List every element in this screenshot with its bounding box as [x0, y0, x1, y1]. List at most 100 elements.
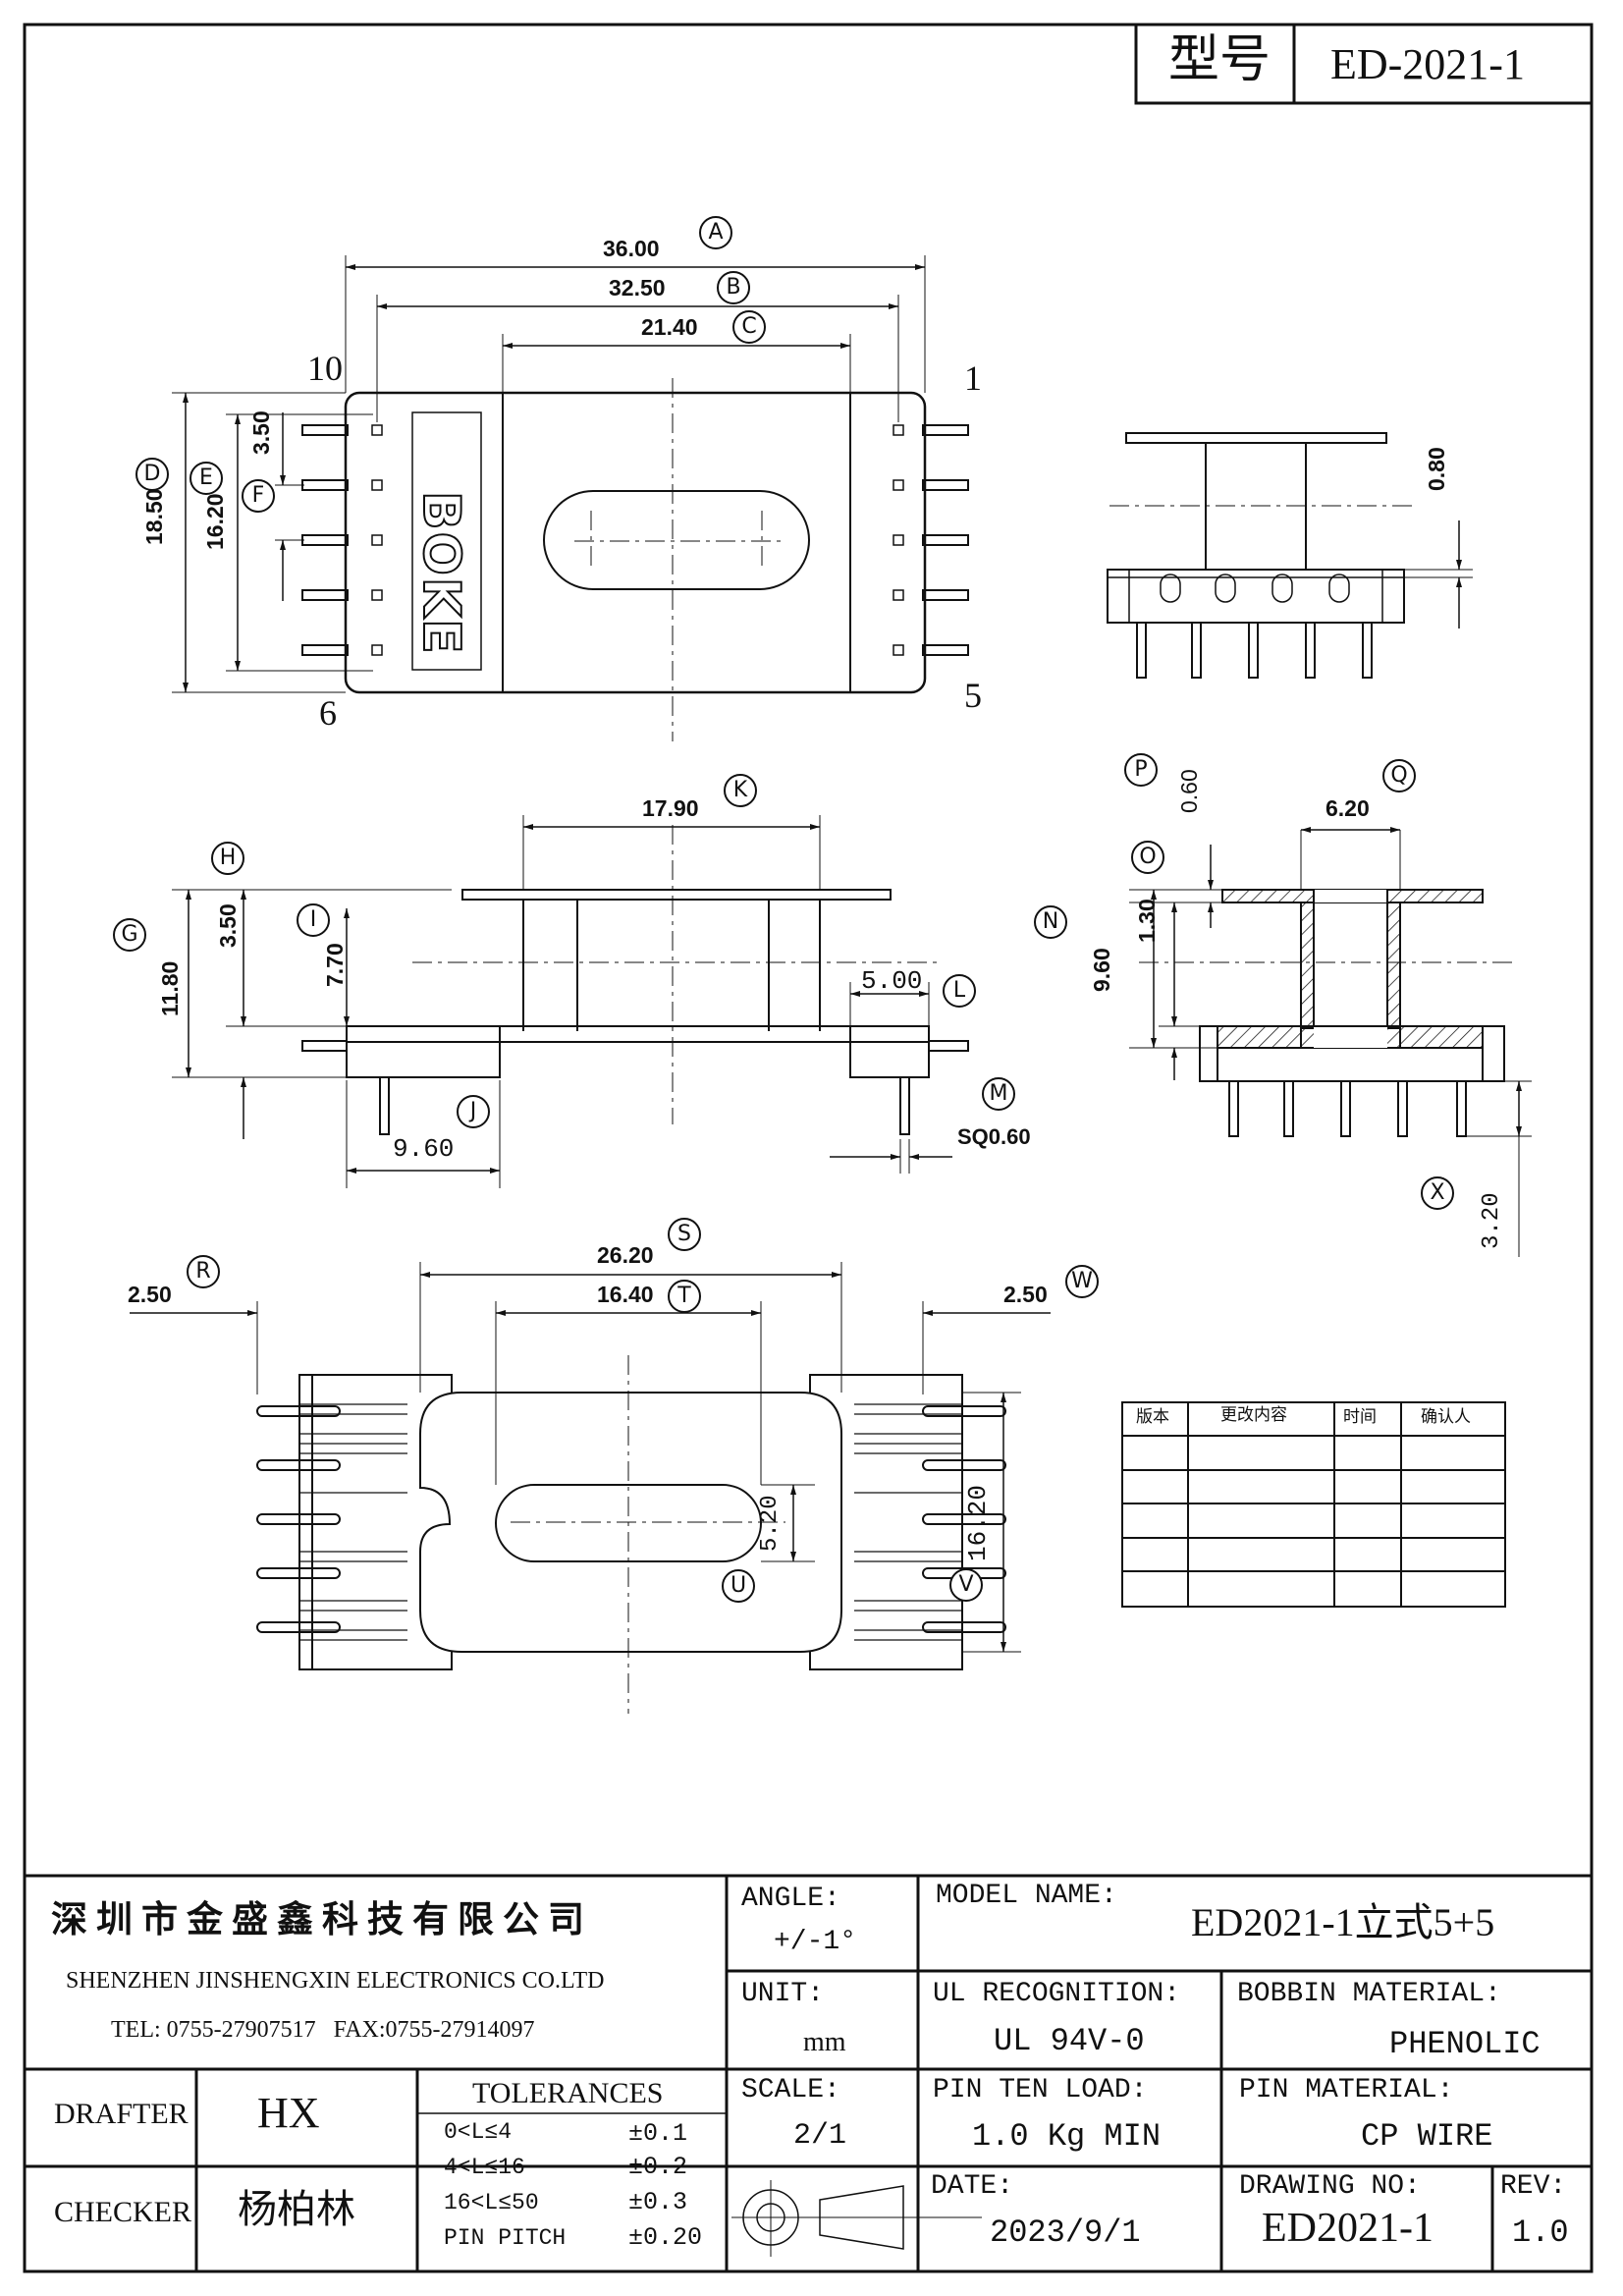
- company-name-cn: 深圳市金盛鑫科技有限公司: [51, 1898, 593, 1941]
- callout-g: G: [113, 918, 146, 952]
- dim-i: 7.70: [322, 943, 348, 987]
- bottom-view: [130, 1262, 1051, 1714]
- tol-range-2: 4<L≤16: [444, 2155, 525, 2180]
- pin-number-5: 5: [964, 676, 982, 715]
- callout-m: M: [982, 1077, 1015, 1111]
- callout-x: X: [1421, 1176, 1454, 1210]
- tol-value-2: ±0.2: [628, 2153, 688, 2181]
- callout-b: B: [717, 271, 750, 304]
- rev-table-header-time: 时间: [1343, 1407, 1377, 1427]
- dim-w: 2.50: [1003, 1282, 1048, 1307]
- dim-0-80: 0.80: [1424, 447, 1449, 491]
- tol-value-1: ±0.1: [628, 2119, 688, 2148]
- callout-k: K: [724, 774, 757, 807]
- dim-g: 11.80: [157, 960, 183, 1016]
- revision-table-grid: [1121, 1401, 1506, 1608]
- model-name-value: ED2021-1立式5+5: [1191, 1900, 1495, 1944]
- projection-symbol: [731, 2180, 982, 2257]
- boke-logo: BOKE: [410, 490, 471, 657]
- dim-t: 16.40: [597, 1282, 654, 1307]
- callout-d: D: [135, 458, 169, 491]
- company-contact: TEL: 0755-27907517 FAX:0755-27914097: [111, 2017, 535, 2043]
- dim-x: 3.20: [1479, 1192, 1505, 1249]
- title-block-grid: [25, 1874, 1592, 2271]
- bobbin-material-value: PHENOLIC: [1389, 2026, 1541, 2062]
- callout-s: S: [668, 1218, 701, 1251]
- tol-value-3: ±0.3: [628, 2188, 688, 2216]
- callout-o: O: [1131, 841, 1164, 874]
- top-view: [172, 255, 969, 741]
- callout-u: U: [722, 1569, 755, 1603]
- callout-c: C: [732, 310, 766, 344]
- dim-e: 16.20: [202, 493, 228, 550]
- pin-ten-load-label: PIN TEN LOAD:: [933, 2075, 1148, 2105]
- callout-h: H: [211, 842, 244, 875]
- date-label: DATE:: [931, 2171, 1014, 2202]
- front-view: [172, 815, 969, 1188]
- section-view: [1129, 827, 1532, 1257]
- header-box: [1134, 23, 1594, 105]
- unit-label: UNIT:: [741, 1979, 825, 2009]
- callout-e: E: [189, 462, 223, 495]
- angle-value: +/-1°: [774, 1927, 857, 1957]
- callout-f: F: [242, 479, 275, 513]
- angle-label: ANGLE:: [741, 1884, 840, 1914]
- rev-label: REV:: [1500, 2171, 1567, 2202]
- scale-label: SCALE:: [741, 2075, 840, 2105]
- bobbin-material-label: BOBBIN MATERIAL:: [1237, 1979, 1501, 2009]
- dim-u: 5.20: [757, 1495, 784, 1552]
- side-view-top-right: [1107, 432, 1473, 679]
- drafter-value: HX: [257, 2089, 320, 2137]
- dim-s: 26.20: [597, 1242, 654, 1268]
- rev-table-header-version: 版本: [1136, 1407, 1169, 1427]
- scale-value: 2/1: [793, 2119, 847, 2153]
- tol-range-4: PIN PITCH: [444, 2225, 567, 2251]
- pin-material-label: PIN MATERIAL:: [1239, 2075, 1454, 2105]
- drafter-label: DRAFTER: [54, 2098, 189, 2130]
- drawing-no-value: ED2021-1: [1262, 2206, 1434, 2251]
- tol-value-4: ±0.20: [628, 2223, 703, 2252]
- dim-l: 5.00: [861, 966, 923, 996]
- dim-r: 2.50: [128, 1282, 172, 1307]
- checker-value: 杨柏林: [238, 2187, 355, 2232]
- rev-table-header-changes: 更改内容: [1220, 1405, 1287, 1425]
- ul-recognition-value: UL 94V-0: [994, 2023, 1145, 2059]
- dim-h: 3.50: [215, 903, 241, 948]
- callout-v: V: [949, 1568, 983, 1602]
- dim-o: 1.30: [1134, 899, 1160, 943]
- checker-label: CHECKER: [54, 2196, 192, 2228]
- callout-p: P: [1124, 753, 1158, 787]
- dim-a: 36.00: [603, 236, 660, 261]
- callout-r: R: [187, 1255, 220, 1288]
- dim-n: 9.60: [1089, 948, 1114, 992]
- callout-t: T: [668, 1280, 701, 1313]
- callout-l: L: [943, 974, 976, 1008]
- rev-table-header-confirmer: 确认人: [1421, 1407, 1471, 1427]
- dim-v: 16.20: [963, 1484, 993, 1561]
- company-name-en: SHENZHEN JINSHENGXIN ELECTRONICS CO.LTD: [66, 1968, 605, 1994]
- dim-p: 0.60: [1176, 769, 1202, 813]
- dim-q: 6.20: [1325, 795, 1370, 821]
- tolerances-label: TOLERANCES: [472, 2077, 664, 2109]
- ul-recognition-label: UL RECOGNITION:: [933, 1979, 1181, 2009]
- tol-range-3: 16<L≤50: [444, 2190, 539, 2215]
- dim-m: SQ0.60: [957, 1124, 1031, 1149]
- callout-j: J: [457, 1095, 490, 1128]
- sheet-border: [23, 23, 1594, 2273]
- date-value: 2023/9/1: [990, 2214, 1141, 2251]
- pin-material-value: CP WIRE: [1361, 2118, 1493, 2155]
- callout-w: W: [1065, 1265, 1099, 1298]
- rev-value: 1.0: [1512, 2214, 1569, 2251]
- dim-b: 32.50: [609, 275, 666, 301]
- callout-q: Q: [1382, 759, 1416, 793]
- model-label: 型号: [1168, 30, 1271, 89]
- pin-ten-load-value: 1.0 Kg MIN: [972, 2118, 1162, 2155]
- tol-range-1: 0<L≤4: [444, 2119, 513, 2145]
- callout-n: N: [1034, 905, 1067, 939]
- dim-f: 3.50: [248, 410, 274, 455]
- unit-value: mm: [803, 2027, 846, 2057]
- pin-number-1: 1: [964, 358, 982, 398]
- drawing-no-label: DRAWING NO:: [1239, 2171, 1421, 2202]
